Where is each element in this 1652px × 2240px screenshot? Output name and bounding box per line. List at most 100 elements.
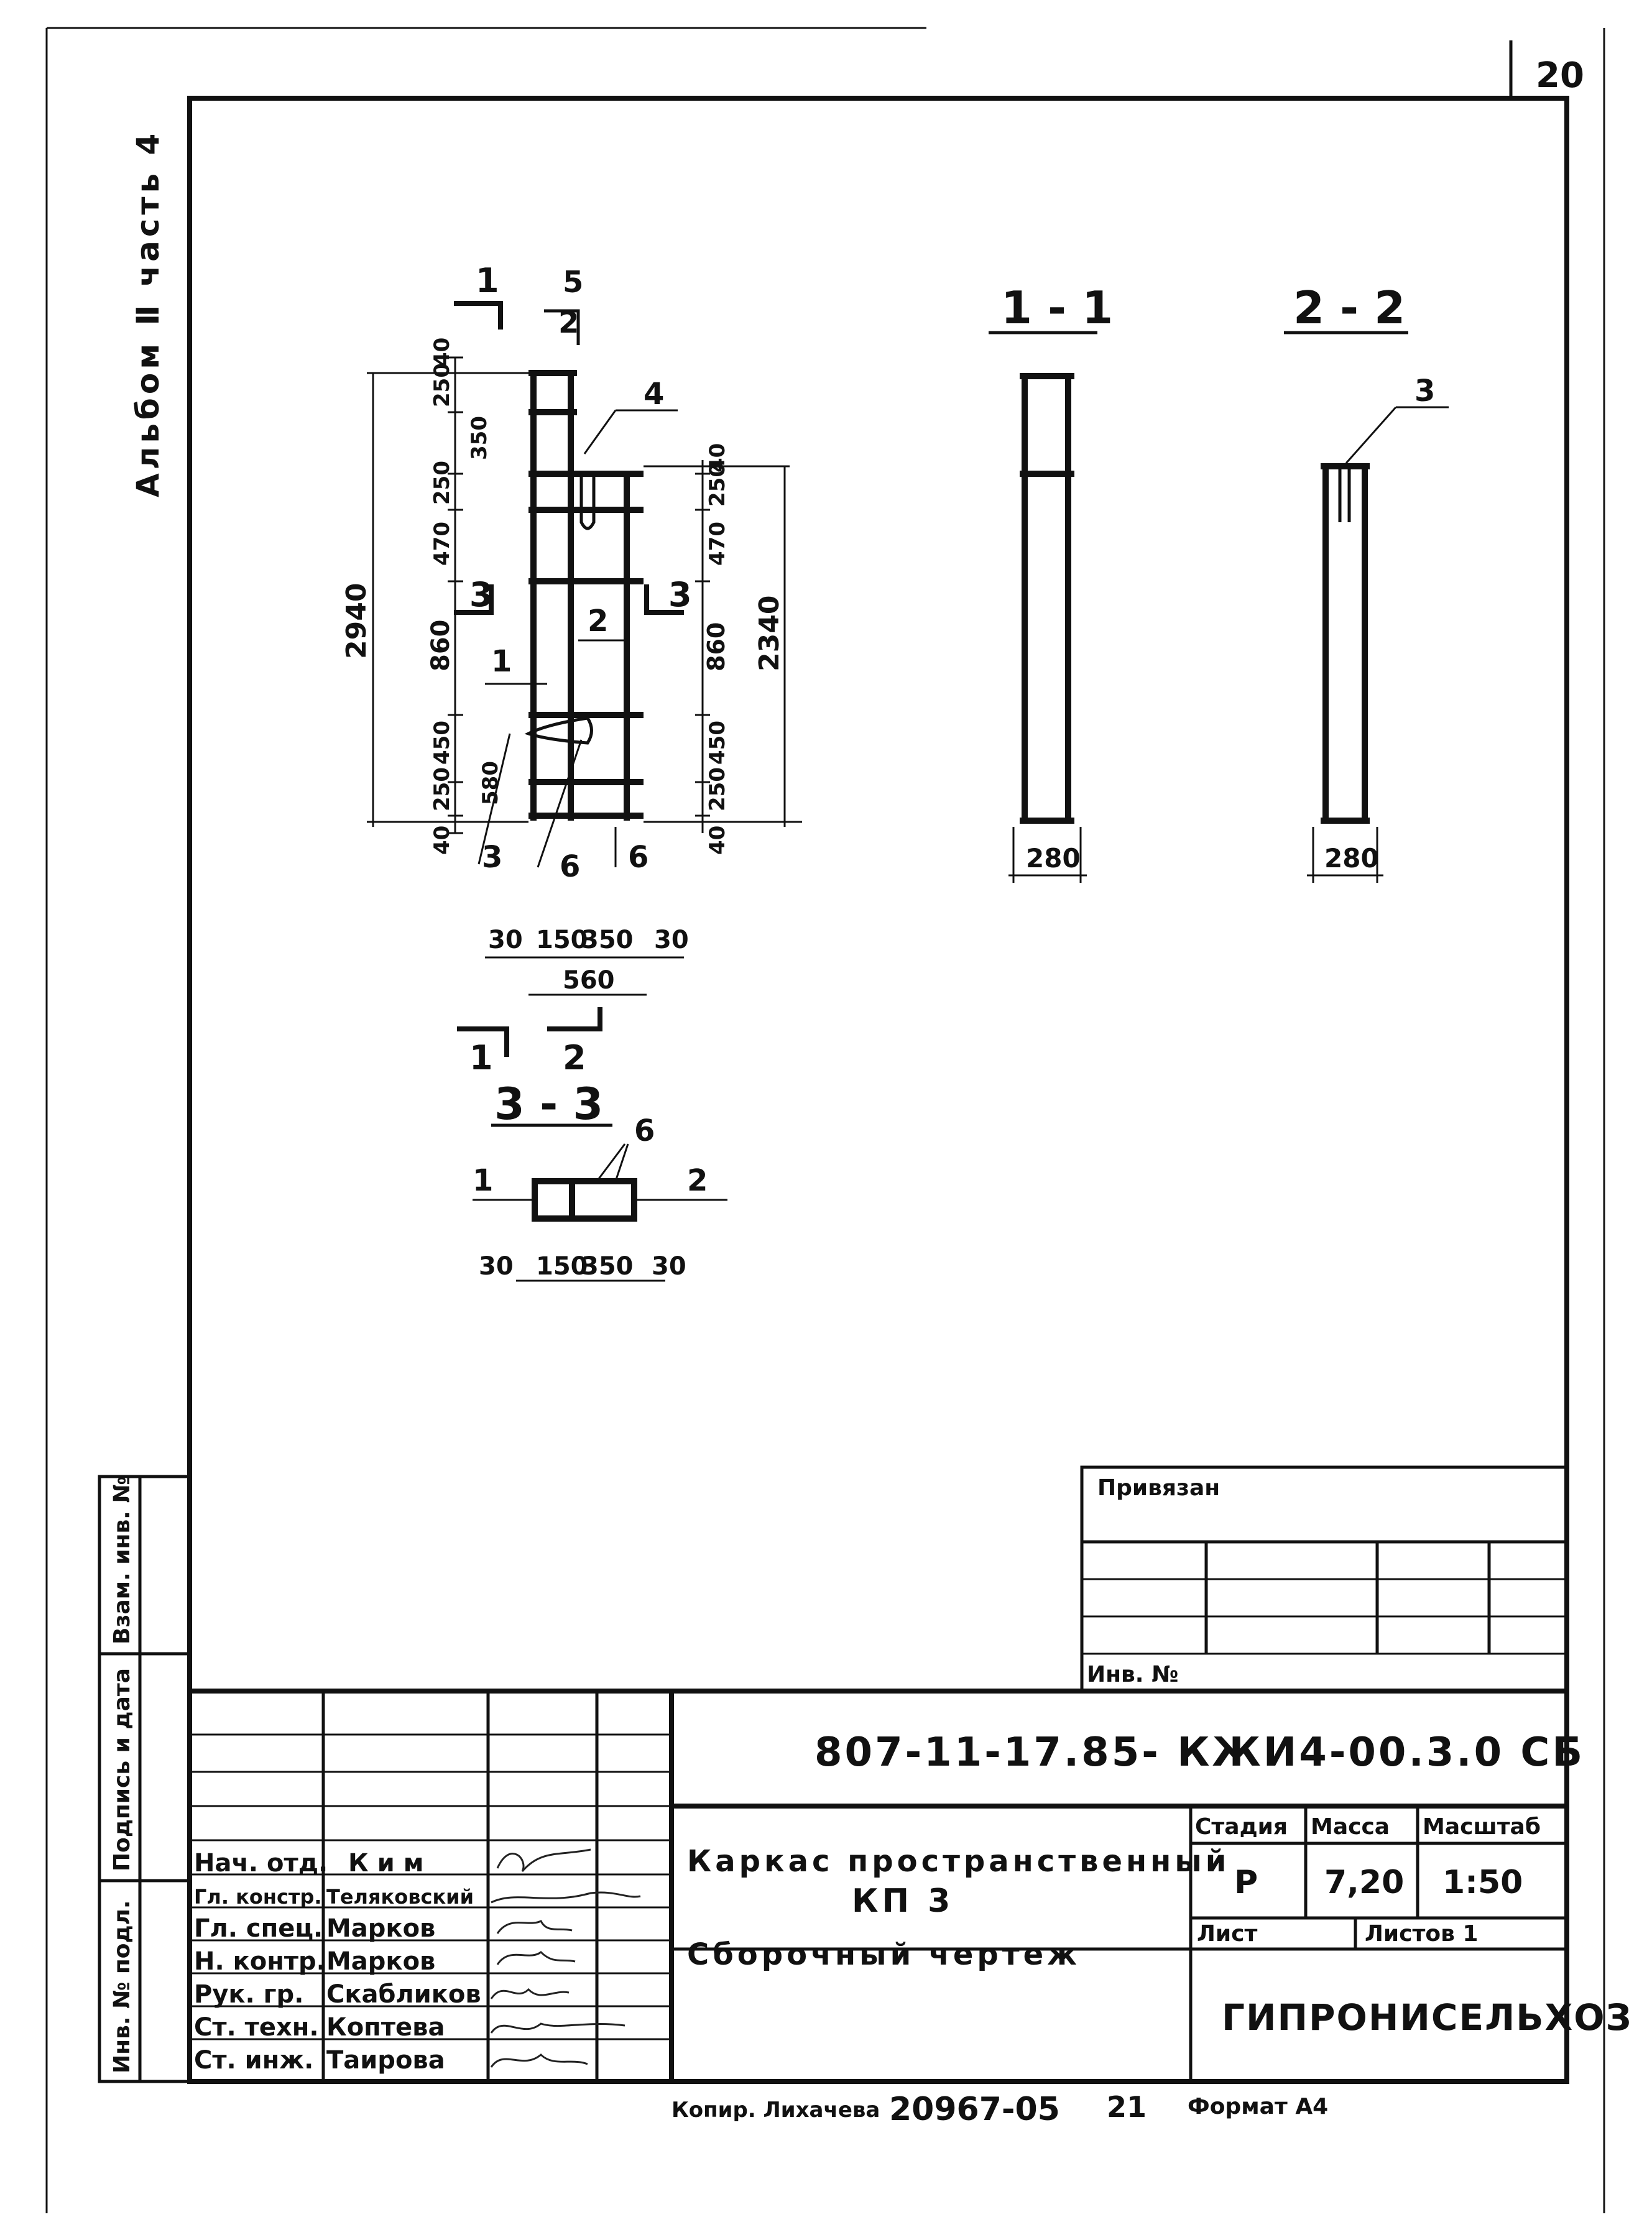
- side-stamp: Взам. инв. № Подпись и дата Инв. № подл.: [98, 1475, 192, 2083]
- copy-line-order: 20967-05: [889, 2091, 1060, 2128]
- section-2-2-position: 3: [1414, 374, 1435, 408]
- copy-line: Копир. Лихачева 20967-05 21 Формат А4: [671, 2090, 1328, 2128]
- right-dim-2: 470: [705, 522, 730, 566]
- section-3-3-dim-0: 30: [479, 1252, 514, 1281]
- position-4: 4: [644, 377, 664, 412]
- bottom-total: 560: [563, 966, 615, 995]
- cut-mark-1-top: 1: [476, 261, 499, 300]
- bottom-dim-2: 350: [581, 926, 634, 954]
- album-caption: Альбом Ⅱ часть 4: [130, 130, 166, 497]
- top-dim-label: 5: [563, 265, 583, 300]
- frame-elevation: 1 3 3 2 5 40 250 350 250 470 860 450 250…: [341, 261, 802, 1077]
- sheets-label: Листов 1: [1365, 1921, 1478, 1947]
- signatures: [490, 1848, 641, 2068]
- title-line-3: Сборочный чертеж: [687, 1937, 1081, 1972]
- overall-right: 2340: [754, 596, 785, 671]
- left-dim-3: 250: [430, 461, 455, 505]
- binding-label: Привязан: [1097, 1475, 1220, 1501]
- header-mass: Масса: [1311, 1814, 1390, 1840]
- position-6b: 6: [628, 840, 648, 875]
- staff-name-2: Теляковский: [326, 1885, 474, 1909]
- section-3-3-pos-left: 1: [473, 1163, 493, 1198]
- left-dim-7: 250: [430, 767, 455, 811]
- position-1: 1: [491, 644, 512, 679]
- cut-mark-2-bottom: 2: [563, 1038, 586, 1077]
- organization: ГИПРОНИСЕЛЬХОЗ: [1222, 1996, 1633, 2039]
- left-dim-4: 470: [430, 522, 455, 566]
- left-dim-1: 250: [430, 363, 455, 407]
- title-block: Нач. отд. Ким Гл. констр. Теляковский Гл…: [187, 1689, 1633, 2084]
- bottom-dim-3: 30: [654, 926, 689, 954]
- header-scale: Масштаб: [1423, 1814, 1541, 1840]
- left-dim-2: 350: [467, 416, 492, 460]
- overall-left: 2940: [341, 583, 372, 659]
- bottom-dim-0: 30: [488, 926, 523, 954]
- section-1-1-width: 280: [1026, 843, 1081, 873]
- bottom-dim-1: 150: [536, 926, 588, 954]
- right-dim-3: 860: [703, 622, 730, 671]
- section-3-3-pos-top: 6: [634, 1113, 655, 1148]
- section-3-3-dim-2: 350: [581, 1252, 634, 1281]
- side-stamp-replace-inv: Взам. инв. №: [109, 1476, 135, 1644]
- staff-role-1: Нач. отд.: [194, 1849, 328, 1878]
- cut-mark-3-left: 3: [469, 575, 493, 614]
- binding-inv-label: Инв. №: [1087, 1662, 1178, 1687]
- staff-role-5: Рук. гр.: [194, 1980, 303, 2009]
- copy-line-sheet: 21: [1107, 2090, 1147, 2124]
- staff-name-5: Скабликов: [326, 1980, 481, 2009]
- staff-name-7: Таирова: [326, 2046, 445, 2075]
- side-stamp-signature-date: Подпись и дата: [109, 1668, 135, 1871]
- staff-role-2: Гл. констр.: [194, 1885, 322, 1909]
- left-dim-8: 580: [478, 761, 503, 805]
- position-3: 3: [482, 840, 502, 875]
- side-stamp-original-inv: Инв. № подл.: [109, 1900, 135, 2073]
- section-1-1: 1 - 1 280: [989, 282, 1113, 883]
- value-stage: Р: [1234, 1864, 1258, 1901]
- section-3-3-dim-1: 150: [536, 1252, 588, 1281]
- value-scale: 1:50: [1442, 1864, 1523, 1901]
- section-3-3-title: 3 - 3: [494, 1079, 603, 1130]
- section-2-2-title: 2 - 2: [1293, 282, 1405, 334]
- staff-role-7: Ст. инж.: [194, 2046, 313, 2075]
- section-2-2-width: 280: [1324, 843, 1379, 873]
- cut-mark-2-top: 2: [558, 305, 579, 340]
- left-dim-6: 450: [430, 721, 455, 765]
- staff-role-3: Гл. спец.: [194, 1914, 323, 1943]
- header-stage: Стадия: [1195, 1814, 1288, 1840]
- left-dim-5: 860: [427, 620, 455, 672]
- left-dim-ticks: [448, 356, 463, 834]
- right-dim-4: 450: [705, 721, 730, 765]
- section-3-3-pos-right: 2: [687, 1163, 708, 1198]
- staff-name-3: Марков: [326, 1914, 435, 1943]
- staff-name-6: Коптева: [326, 2013, 445, 2042]
- title-line-1: Каркас пространственный: [687, 1844, 1230, 1879]
- title-line-2: КП 3: [852, 1883, 954, 1920]
- page-number: 20: [1536, 55, 1584, 96]
- binding-block: Привязан Инв. №: [1080, 1465, 1569, 1693]
- section-2-2: 2 - 2 3 280: [1284, 282, 1449, 883]
- left-dim-9: 40: [430, 826, 455, 855]
- right-dim-ticks: [695, 472, 710, 817]
- cut-mark-1-bottom: 1: [469, 1038, 493, 1077]
- copy-line-format: Формат А4: [1188, 2094, 1328, 2119]
- document-code: 807-11-17.85- КЖИ4-00.3.0 СБ: [814, 1730, 1585, 1776]
- staff-role-6: Ст. техн.: [194, 2013, 319, 2042]
- right-dim-6: 40: [705, 826, 730, 855]
- cut-mark-3-right: 3: [668, 575, 692, 614]
- copy-line-copied: Копир. Лихачева: [671, 2098, 880, 2122]
- position-2: 2: [588, 604, 608, 638]
- section-1-1-title: 1 - 1: [1001, 282, 1113, 334]
- staff-name-1: Ким: [348, 1849, 432, 1878]
- position-6a: 6: [560, 849, 580, 884]
- section-3-3: 3 - 3 1 2 6 30 150 350 30: [473, 1079, 727, 1282]
- staff-name-4: Марков: [326, 1947, 435, 1976]
- left-dim-0: 40: [430, 338, 455, 367]
- sheet-label: Лист: [1197, 1921, 1257, 1947]
- section-3-3-dim-3: 30: [652, 1252, 686, 1281]
- right-dim-5: 250: [705, 767, 730, 811]
- staff-role-4: Н. контр.: [194, 1947, 326, 1976]
- value-mass: 7,20: [1324, 1864, 1404, 1901]
- right-dim-1: 250: [705, 463, 730, 507]
- right-dim-0: 40: [705, 443, 730, 472]
